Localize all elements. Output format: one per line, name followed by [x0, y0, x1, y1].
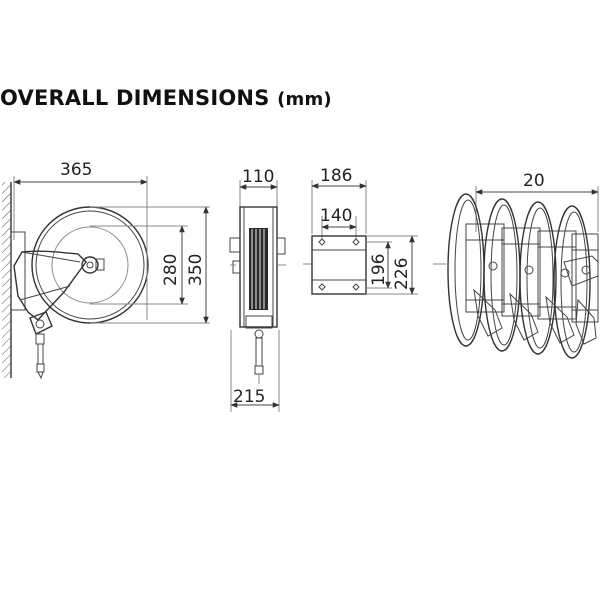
reel-hub	[81, 256, 99, 274]
hose-swivel	[29, 311, 53, 335]
front-view: 110 215	[229, 167, 286, 412]
dim-bracket-height: 226	[392, 258, 412, 290]
reel-unit	[483, 198, 541, 352]
title-unit: (mm)	[277, 89, 332, 110]
reel-unit	[519, 201, 577, 355]
dim-side-width: 365	[60, 160, 92, 180]
title-main: OVERALL DIMENSIONS	[0, 86, 270, 110]
reel-unit	[447, 193, 505, 347]
side-view: 365 280 350	[2, 160, 210, 380]
reel-drum-outer	[31, 206, 149, 324]
dim-bracket-hole-spacing: 140	[320, 206, 352, 226]
hose-coils	[249, 228, 268, 310]
support-arm	[13, 250, 87, 321]
bracket-view: 186 140 196 226	[303, 166, 418, 295]
dim-bracket-hole-height: 196	[369, 254, 389, 286]
reel-unit	[553, 205, 599, 359]
dim-front-width: 110	[242, 167, 274, 187]
dim-reel-spacing: 20	[523, 171, 545, 191]
dim-base-width: 215	[233, 387, 265, 407]
multi-reel-view: 20	[433, 171, 599, 359]
dim-inner-height: 280	[161, 254, 181, 286]
wall-hatch	[2, 182, 11, 378]
dim-bracket-width: 186	[320, 166, 352, 186]
wall-bracket	[10, 231, 26, 311]
bracket-plate	[311, 235, 367, 295]
page-title: OVERALL DIMENSIONS (mm)	[0, 86, 332, 110]
dim-outer-height: 350	[186, 254, 206, 286]
